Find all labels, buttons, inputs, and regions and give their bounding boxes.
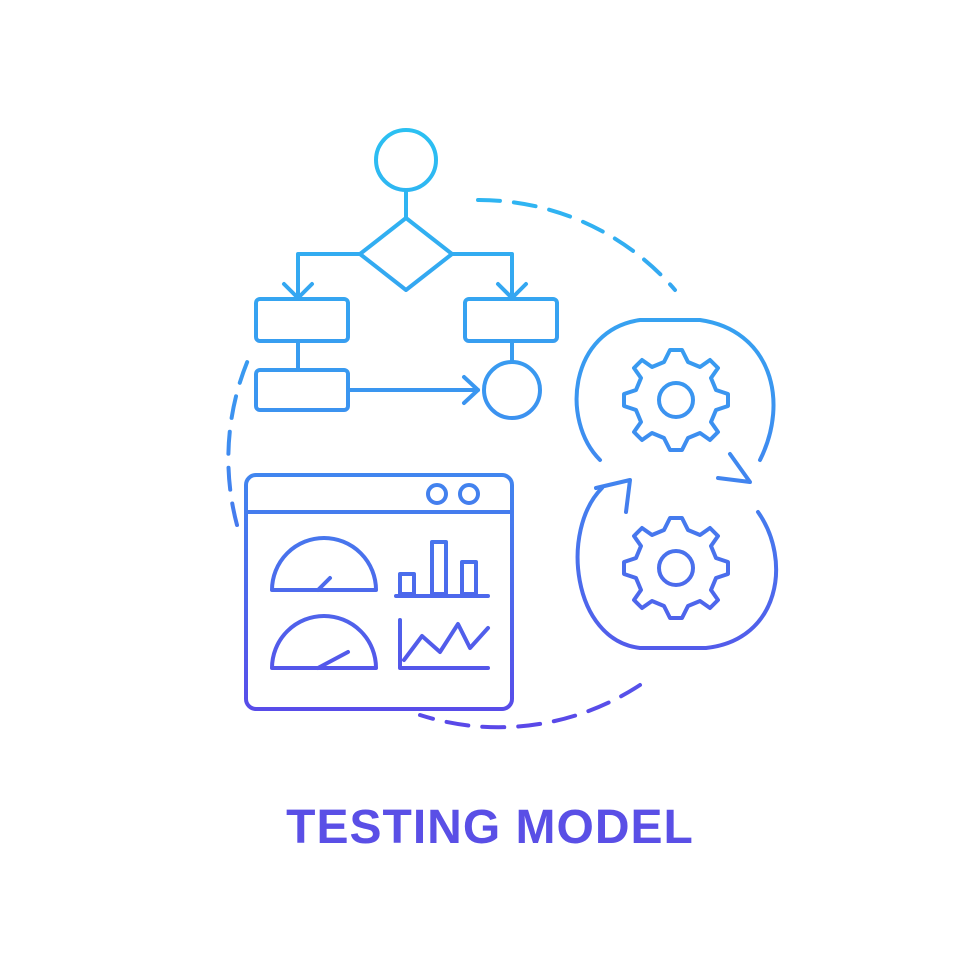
- dashboard-window-icon: [244, 473, 514, 711]
- dashed-circle: [226, 197, 677, 730]
- gear-cycle-icon: [574, 318, 779, 650]
- flowchart-icon: [254, 128, 559, 420]
- caption-title: TESTING MODEL: [286, 801, 694, 854]
